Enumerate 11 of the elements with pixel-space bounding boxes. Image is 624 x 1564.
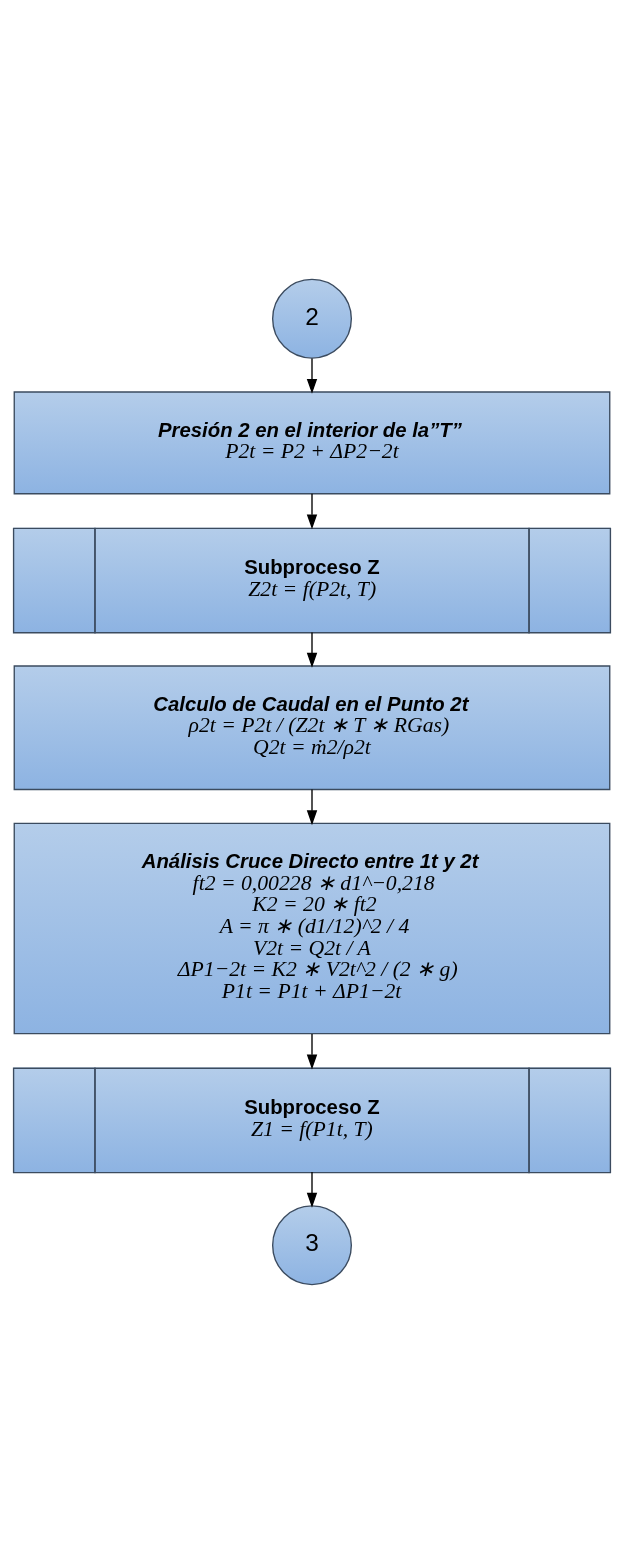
node-circle: 3 — [272, 1205, 352, 1286]
arrow — [306, 1033, 318, 1070]
arrow — [306, 357, 318, 394]
node-circle: 2 — [272, 278, 352, 359]
arrow — [306, 631, 318, 668]
node-box: Presión 2 en el interior de la”T” P2t = P2 + ΔP2−2t — [13, 391, 611, 495]
arrow — [306, 493, 318, 530]
node-box: Calculo de Caudal en el Punto 2t ρ2t = P2t / (Z2t ∗ T ∗ RGas) Q2t = ṁ2/ρ2t — [13, 665, 611, 791]
arrow — [306, 788, 318, 826]
arrow — [306, 1171, 318, 1208]
node-box: Análisis Cruce Directo entre 1t y 2t ft2 = 0,00228 ∗ d1^−0,218 K2 = 20 ∗ ft2 A = π ∗ (d1/12)^2 / 4 V2t = Q2t / A ΔP1−2t = K2 ∗ V2t^2 / (2 ∗ g) P1t = P1t + ΔP1−2t — [13, 822, 611, 1035]
